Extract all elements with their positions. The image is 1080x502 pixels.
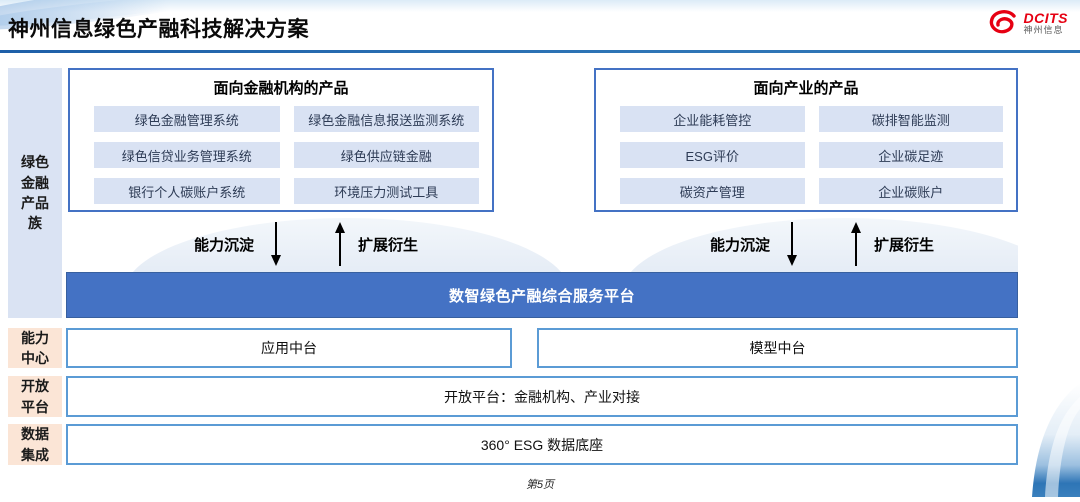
sidebar-label-text: 数据集成 [21,426,49,463]
arrow-down-icon [786,222,798,266]
product-box-industry: 面向产业的产品 企业能耗管控 碳排智能监测 ESG评价 企业碳足迹 碳资产管理 … [594,68,1018,212]
product-chip: 企业碳账户 [818,178,1003,204]
dcits-swoosh-icon [987,8,1019,38]
product-box-title: 面向产业的产品 [753,80,859,97]
product-chip: 绿色金融管理系统 [94,106,280,132]
page-number: 第5页 [525,479,555,491]
arrow-group-right: 能力沉淀 扩展衍生 [710,222,934,266]
product-chip: 企业碳足迹 [818,142,1003,168]
open-platform-row: 开放平台：金融机构、产业对接 [66,376,1018,417]
product-chip: 企业能耗管控 [620,106,805,132]
page-title: 神州信息绿色产融科技解决方案 [8,18,309,41]
product-chip: 环境压力测试工具 [293,178,479,204]
company-logo: DCITS 神州信息 [987,8,1069,38]
top-gradient-band [0,0,1080,12]
sidebar-label-text: 能力中心 [21,329,49,366]
product-chip: ESG评价 [620,142,805,168]
arrow-up-icon [334,222,346,266]
product-box-financial-institutions: 面向金融机构的产品 绿色金融管理系统 绿色金融信息报送监测系统 绿色信贷业务管理… [68,68,494,212]
product-box-title: 面向金融机构的产品 [213,80,349,97]
capability-deposit-label: 能力沉淀 [710,236,771,254]
product-chip-grid: 企业能耗管控 碳排智能监测 ESG评价 企业碳足迹 碳资产管理 企业碳账户 [620,106,1003,204]
product-chip: 绿色信贷业务管理系统 [94,142,280,168]
arrow-group-left: 能力沉淀 扩展衍生 [194,222,418,266]
arrow-down-icon [270,222,282,266]
model-middle-platform-box: 模型中台 [537,328,1018,368]
logo-subbrand-text: 神州信息 [1023,24,1064,35]
product-chip: 碳排智能监测 [818,106,1003,132]
esg-data-base-row: 360° ESG 数据底座 [66,424,1018,465]
sidebar-label-data-integration: 数据集成 [8,424,62,465]
expand-derive-label: 扩展衍生 [358,236,419,254]
sidebar-label-green-finance-product-family: 绿色金融产品族 [8,68,62,318]
application-middle-platform-box: 应用中台 [66,328,512,368]
capability-deposit-label: 能力沉淀 [194,236,255,254]
sidebar-label-text: 开放平台 [21,378,49,415]
product-chip: 绿色金融信息报送监测系统 [293,106,479,132]
corner-swoosh-decoration [1018,357,1080,502]
product-chip-grid: 绿色金融管理系统 绿色金融信息报送监测系统 绿色信贷业务管理系统 绿色供应链金融… [94,106,479,204]
sidebar-label-capability-center: 能力中心 [8,328,62,368]
arrows-zone: 能力沉淀 扩展衍生 能力沉淀 [66,212,1018,272]
sidebar-label-text: 绿色金融产品族 [21,154,49,232]
integrated-service-platform-bar: 数智绿色产融综合服务平台 [66,272,1018,318]
expand-derive-label: 扩展衍生 [874,236,935,254]
arrow-up-icon [850,222,862,266]
product-chip: 绿色供应链金融 [293,142,479,168]
sidebar-label-open-platform: 开放平台 [8,376,62,417]
product-chip: 碳资产管理 [620,178,805,204]
product-chip: 银行个人碳账户系统 [94,178,280,204]
header-divider-line [0,50,1080,53]
logo-brand-text: DCITS [1023,9,1068,26]
